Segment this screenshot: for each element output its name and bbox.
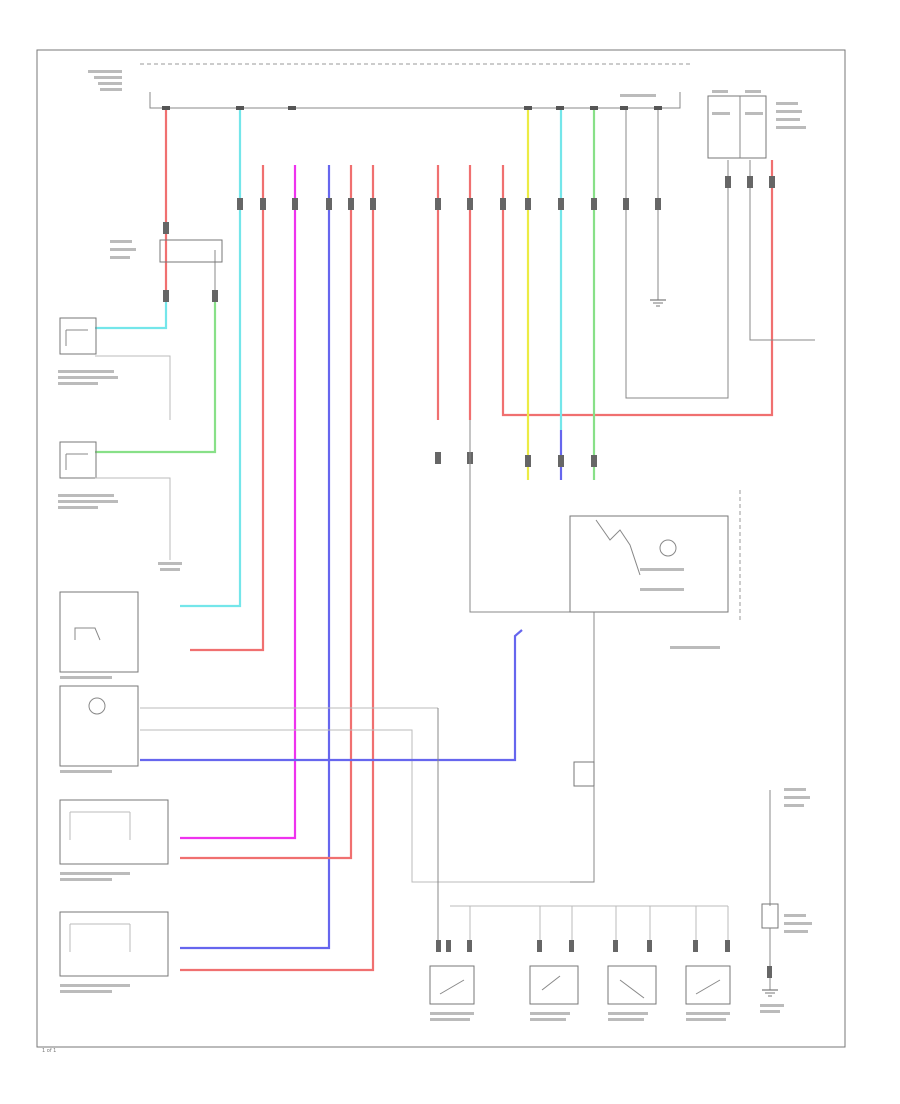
mirror-switch-box: [159, 239, 223, 263]
wire-blue-rear: [140, 629, 523, 762]
left-license-lamp-label: [60, 872, 130, 881]
combination-switch-labels: [640, 568, 720, 649]
right-side-lamp-box: [607, 965, 657, 1005]
stop-lamp-switch: [761, 903, 779, 929]
bottom-lamp-symbols: [439, 975, 721, 999]
ground-symbol-bottom-right: [762, 989, 778, 997]
wire-green-switch: [95, 300, 217, 454]
right-front-turn-label: [58, 494, 118, 509]
wire-red-left-bank: [190, 165, 265, 652]
rear-light-assembly-rh: [59, 685, 139, 767]
right-license-lamp-inner: [69, 923, 131, 952]
rear-light-lh-bulb-symbol: [74, 627, 101, 641]
top-connector-pins: [162, 106, 662, 110]
right-license-lamp-label: [60, 984, 130, 993]
bottom-drops: [469, 906, 729, 940]
right-license-lamp-box: [59, 911, 169, 977]
wire-magenta: [180, 165, 297, 840]
rear-light-wire-2: [140, 729, 570, 883]
wire-blue-left: [180, 165, 331, 950]
wire-cyan-left: [180, 110, 242, 608]
left-front-turn-signal-box: [59, 317, 97, 355]
right-relay-box: [707, 95, 767, 159]
wire-gray-loop: [625, 110, 729, 399]
wire-red-2: [180, 165, 353, 860]
mirror-switch-label: [110, 240, 136, 259]
rear-light-lh-label: [60, 676, 112, 679]
wire-red-loop: [501, 160, 774, 417]
fuse-box-bracket: [149, 92, 681, 109]
rear-light-rh-bulb: [88, 697, 106, 715]
diagram-frame: [36, 49, 846, 1048]
stop-lamp-labels: [760, 788, 812, 1013]
wire-red-3: [180, 165, 375, 972]
right-front-turn-ground-wire: [95, 477, 171, 560]
center-circuit-lower: [570, 786, 595, 883]
right-front-turn-signal-box: [59, 441, 97, 479]
left-license-lamp-inner: [69, 811, 131, 840]
combination-switch-indicator: [659, 539, 677, 557]
center-fuse: [573, 761, 595, 787]
ground-point-left: [158, 562, 182, 571]
fuse-box-label: [88, 70, 122, 91]
wire-connectors: [163, 176, 775, 467]
left-license-lamp-box: [59, 799, 169, 865]
right-tail-lamp-box: [685, 965, 731, 1005]
page-number: 1 of 1: [42, 1048, 56, 1054]
left-tail-lamp-box: [429, 965, 475, 1005]
right-front-turn-signal-switch: [65, 453, 88, 470]
instrument-panel-label: [620, 94, 656, 97]
bottom-connectors: [436, 940, 772, 978]
wire-gray-right: [749, 160, 815, 341]
ground-symbol-top-right: [650, 299, 666, 307]
bottom-lamp-labels: [430, 1012, 730, 1021]
left-front-turn-signal-switch: [65, 329, 88, 346]
rear-light-assembly-lh: [59, 591, 139, 673]
wire-cyan-switch: [95, 300, 168, 330]
rear-light-rh-label: [60, 770, 112, 773]
left-side-lamp-box: [529, 965, 579, 1005]
combination-switch-box: [569, 515, 729, 613]
left-front-turn-ground-wire: [95, 355, 171, 420]
left-front-turn-label: [58, 370, 118, 385]
right-relay-labels: [712, 90, 806, 129]
combination-switch-contacts: [595, 519, 641, 576]
